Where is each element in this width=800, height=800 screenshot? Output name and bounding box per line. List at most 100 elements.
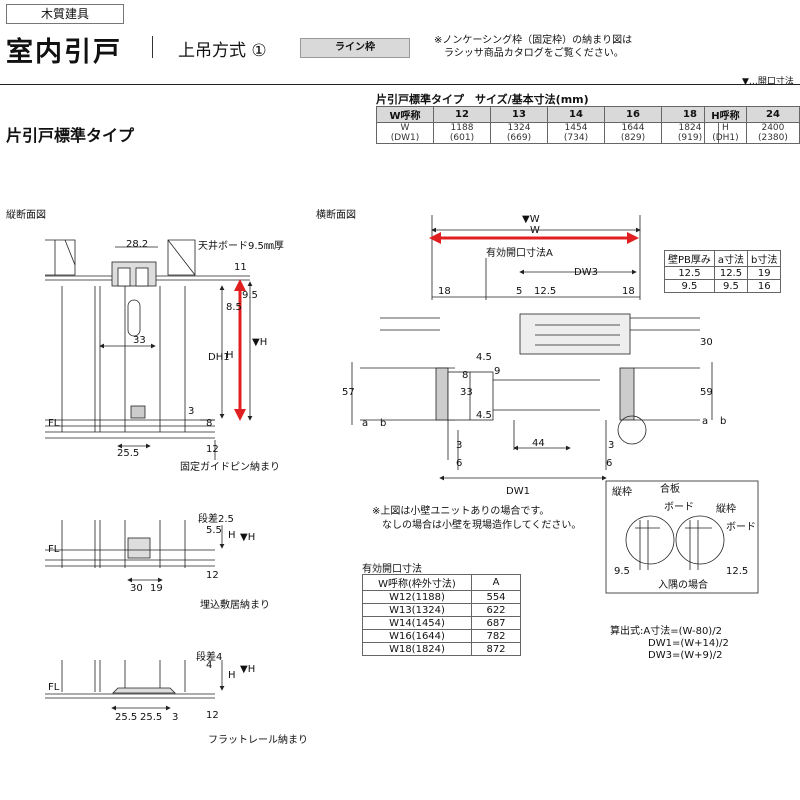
header-note-line1: ※ノンケーシング枠（固定枠）の納まり図は — [434, 35, 633, 46]
dim-8: 8 — [206, 418, 212, 429]
dim-25-5: 25.5 — [117, 448, 139, 459]
pb-cell: 12.5 — [664, 266, 715, 280]
step-2-5: 段差2.5 — [198, 512, 234, 525]
w-label: W — [530, 225, 540, 236]
fl-label: FL — [48, 418, 60, 429]
dim-4-5-bottom: 4.5 — [476, 410, 492, 421]
eff-cell: W18(1824) — [362, 642, 472, 656]
eff-cell: W13(1324) — [362, 603, 472, 617]
eff-cell: W12(1188) — [362, 590, 472, 604]
dim-3: 3 — [188, 406, 194, 417]
title-divider — [152, 36, 153, 58]
dim-3-b: 3 — [172, 712, 178, 723]
formula-dw3: DW3=(W+9)/2 — [648, 650, 723, 661]
dw1-label: DW1 — [506, 486, 530, 497]
dim-30: 30 — [130, 583, 143, 594]
category-badge: 木質建具 — [6, 4, 124, 24]
h-row-label: H(DH1) — [704, 122, 747, 144]
dim-25-5-a: 25.5 — [115, 712, 137, 723]
h-code-cell: 24 — [745, 106, 800, 123]
detail-board-2: ボード — [726, 521, 756, 533]
effective-opening-table: W呼称(枠外寸法) A W12(1188)554 W13(1324)622 W1… — [362, 574, 521, 656]
h-label-3: H — [228, 670, 236, 681]
caption-embedded-sill: 埋込敷居納まり — [200, 598, 270, 611]
dim-44: 44 — [532, 438, 545, 449]
eff-cell: W16(1644) — [362, 629, 472, 643]
eff-cell: 782 — [471, 629, 521, 643]
pb-cell: 9.5 — [713, 279, 749, 293]
detail-dim-9-5: 9.5 — [614, 566, 630, 577]
w-code-cell: 12 — [433, 106, 491, 123]
unit-note-line2: なしの場合は小壁を現場造作してください。 — [382, 520, 582, 531]
pb-header-cell: 壁PB厚み — [664, 250, 715, 267]
detail-board-1: ボード — [664, 501, 694, 513]
dim-57: 57 — [342, 387, 355, 398]
corner-detail — [605, 480, 759, 594]
eff-cell: 554 — [471, 590, 521, 604]
open-dimension-legend: ▼…開口寸法 — [742, 77, 794, 87]
vertical-section-title: 縦断面図 — [6, 208, 46, 221]
detail-tate-waku-2: 縦枠 — [716, 502, 736, 515]
dim-6: 6 — [456, 458, 462, 469]
w-row-label: W(DW1) — [376, 122, 434, 144]
pb-header-cell: a寸法 — [713, 250, 749, 267]
pb-cell: 16 — [747, 279, 782, 293]
h-label-2: H — [228, 530, 236, 541]
dim-33-h: 33 — [460, 387, 473, 398]
dim-11: 11 — [234, 262, 247, 273]
eff-cell: 872 — [471, 642, 521, 656]
dim-12-3: 12 — [206, 710, 219, 721]
w-value-cell: 1324(669) — [490, 122, 548, 144]
eff-header-cell: W呼称(枠外寸法) — [362, 574, 472, 591]
vertical-section-middle — [45, 520, 225, 583]
dim-4: 4 — [206, 660, 212, 671]
dim-59: 59 — [700, 387, 713, 398]
h-mark-3: ▼H — [240, 664, 255, 675]
dim-12-2: 12 — [206, 570, 219, 581]
pb-header-cell: b寸法 — [747, 250, 782, 267]
dim-3-h-right: 3 — [608, 440, 614, 451]
eff-cell: W14(1454) — [362, 616, 472, 630]
horizontal-section-title: 横断面図 — [316, 208, 356, 221]
a-label-right: a — [702, 416, 708, 427]
b-label-left: b — [380, 418, 386, 429]
formula-dw1: DW1=(W+14)/2 — [648, 638, 729, 649]
caption-fixed-guide-pin: 固定ガイドピン納まり — [180, 460, 280, 473]
detail-tate-waku-1: 縦枠 — [612, 485, 632, 498]
dim-18-right: 18 — [622, 286, 635, 297]
dh1-label: DH1 — [208, 352, 230, 363]
formula-a: 算出式:A寸法=(W-80)/2 — [610, 626, 722, 637]
detail-goban: 合板 — [660, 482, 680, 495]
dim-9: 9 — [494, 366, 500, 377]
size-table-caption: 片引戸標準タイプ サイズ/基本寸法(mm) — [376, 93, 589, 106]
h-mark-2: ▼H — [240, 532, 255, 543]
h-value-cell: 2400(2380) — [745, 122, 800, 144]
pb-cell: 19 — [747, 266, 782, 280]
pb-cell: 9.5 — [664, 279, 715, 293]
eff-header-cell: A — [471, 574, 521, 591]
effective-table-caption: 有効開口寸法 — [362, 564, 422, 575]
header-rule — [0, 84, 800, 85]
dim-3-h: 3 — [456, 440, 462, 451]
dim-5-5: 5.5 — [206, 525, 222, 536]
eff-cell: 687 — [471, 616, 521, 630]
a-label-left: a — [362, 418, 368, 429]
w-code-cell: 16 — [604, 106, 662, 123]
fl-label-2: FL — [48, 544, 60, 555]
detail-dim-12-5: 12.5 — [726, 566, 748, 577]
detail-caption: 入隅の場合 — [658, 578, 708, 591]
pb-cell: 12.5 — [713, 266, 749, 280]
dim-12: 12 — [206, 444, 219, 455]
header-note: ※ノンケーシング枠（固定枠）の納まり図は ラシッサ商品カタログをご覧ください。 — [434, 34, 632, 60]
dim-5: 5 — [516, 286, 522, 297]
caption-flat-rail: フラットレール納まり — [208, 733, 308, 746]
pb-thickness-table: 壁PB厚み a寸法 b寸法 12.5 12.5 19 9.5 9.5 16 — [664, 250, 782, 293]
w-header-cell: W呼称 — [376, 106, 434, 123]
dim-12-5: 12.5 — [534, 286, 556, 297]
page-subtitle: 上吊方式 ① — [178, 41, 267, 61]
h-size-table: H呼称 24 H(DH1) 2400(2380) — [704, 106, 800, 144]
dim-19: 19 — [150, 583, 163, 594]
ceiling-board-label: 天井ボード9.5㎜厚 — [198, 239, 284, 252]
dim-33: 33 — [133, 335, 146, 346]
dim-30-h: 30 — [700, 337, 713, 348]
